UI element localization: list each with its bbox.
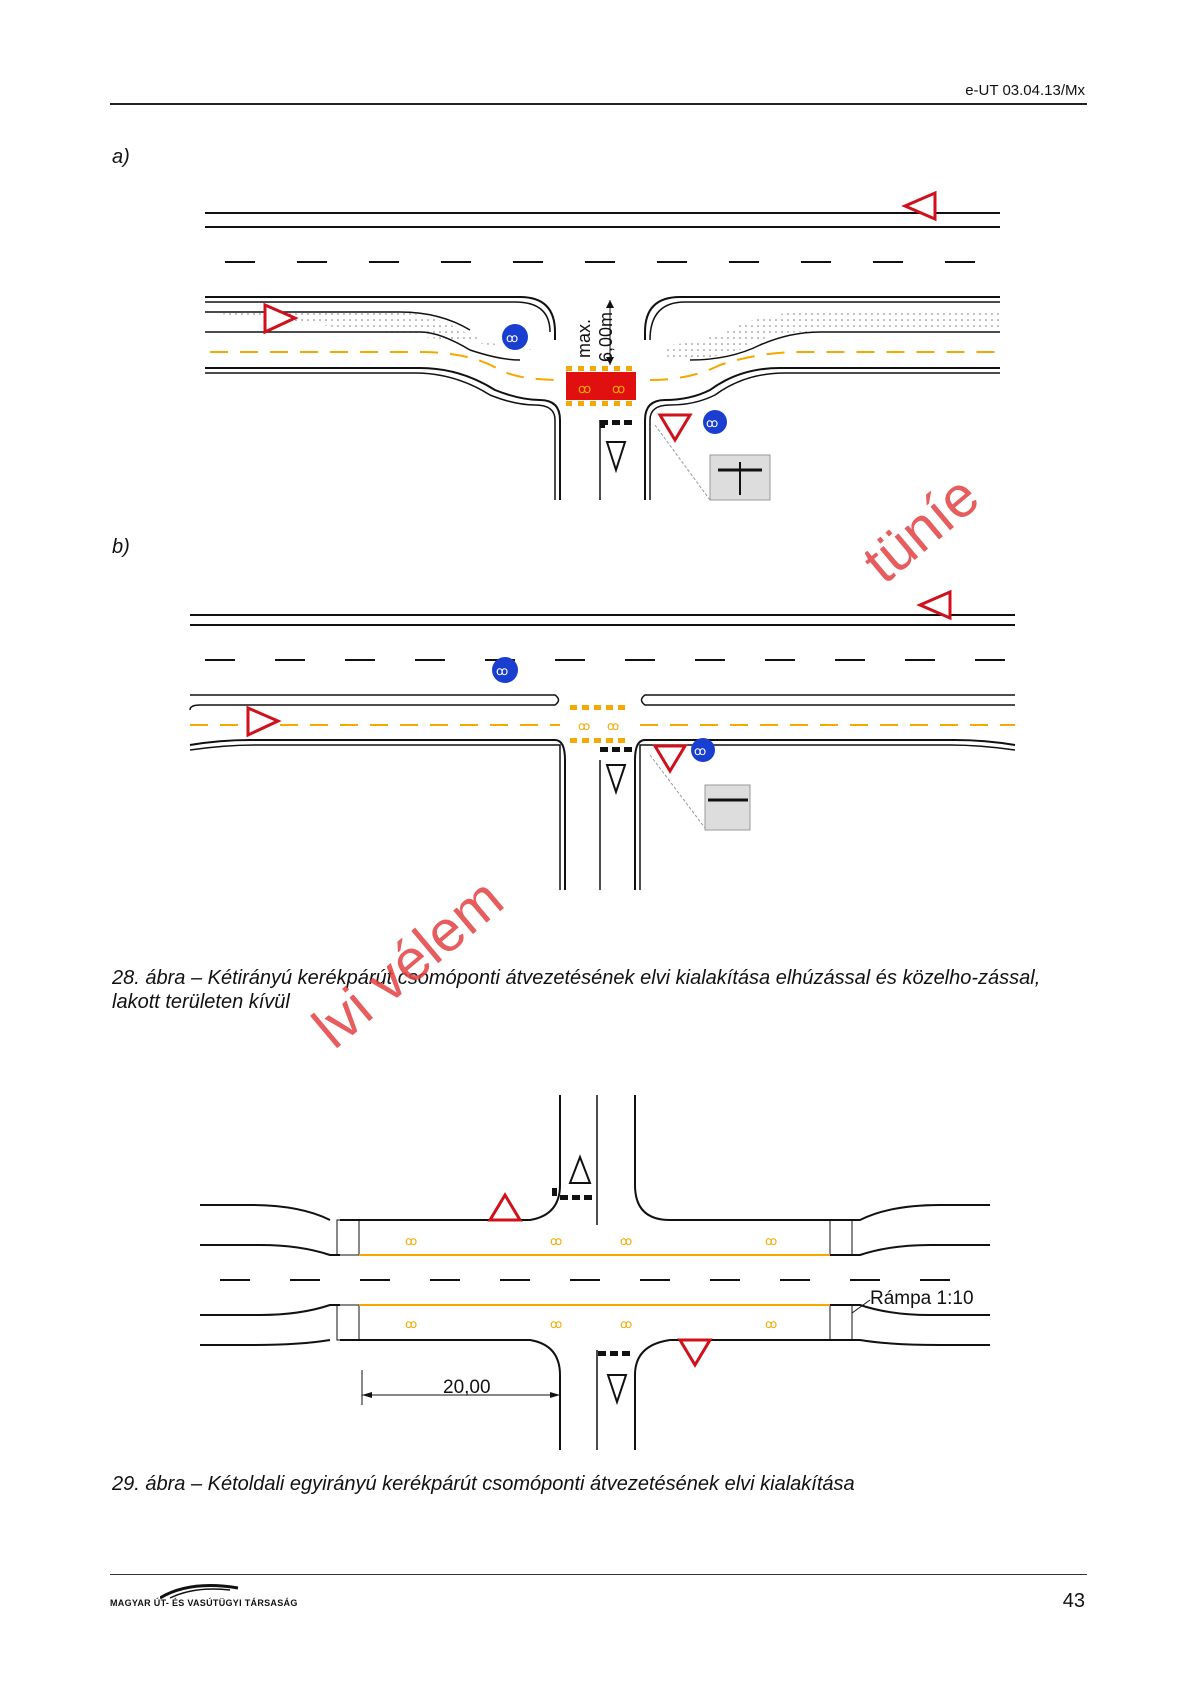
organization-name: MAGYAR ÚT- ÉS VASÚTÜGYI TÁRSASÁG [110, 1598, 298, 1608]
svg-text:6,00m: 6,00m [596, 312, 616, 362]
svg-text:ꝏ: ꝏ [550, 1317, 562, 1331]
organization-logo-icon [160, 1584, 239, 1600]
bicycle-path-sign-icon [502, 324, 528, 350]
yield-sign-icon [487, 1192, 523, 1222]
bicycle-path-sign-icon [703, 410, 727, 434]
svg-text:ꝏ: ꝏ [620, 1234, 632, 1248]
figure-a-label: a) [112, 146, 130, 168]
svg-text:ꝏ: ꝏ [578, 719, 590, 733]
figure-28-caption: 28. ábra – Kétirányú kerékpárút csomópon… [112, 967, 1041, 1013]
svg-text:ꝏ: ꝏ [612, 381, 625, 396]
svg-text:ꝏ: ꝏ [694, 744, 706, 758]
svg-text:ꝏ: ꝏ [620, 1317, 632, 1331]
svg-text:ꝏ: ꝏ [765, 1317, 777, 1331]
figure-29-caption: 29. ábra – Kétoldali egyirányú kerékpárú… [112, 1473, 855, 1495]
red-crossing-area [566, 372, 636, 400]
svg-text:ꝏ: ꝏ [405, 1317, 417, 1331]
bicycle-warning-sign-icon [263, 302, 299, 335]
svg-text:ꝏ: ꝏ [706, 416, 718, 430]
svg-text:ꝏ: ꝏ [578, 381, 591, 396]
svg-text:ꝏ: ꝏ [607, 719, 619, 733]
figure-29-drawing: ꝏ ꝏ ꝏ ꝏ ꝏ ꝏ ꝏ ꝏ [200, 1095, 990, 1450]
svg-text:ꝏ: ꝏ [506, 331, 518, 345]
bicycle-warning-sign-icon [916, 589, 952, 621]
svg-text:ꝏ: ꝏ [765, 1234, 777, 1248]
yield-sign-icon [657, 413, 693, 443]
figure-a-drawing: ꝏ ꝏ max. 6,00m ꝏ ꝏ [205, 190, 1000, 501]
figure-b-label: b) [112, 536, 130, 558]
bicycle-warning-sign-icon [246, 705, 282, 738]
figure-b-drawing: ꝏ ꝏ ꝏ ꝏ [189, 589, 1016, 890]
svg-text:ꝏ: ꝏ [550, 1234, 562, 1248]
bicycle-path-sign-icon [492, 657, 518, 683]
svg-text:ꝏ: ꝏ [405, 1234, 417, 1248]
page-number: 43 [1062, 1590, 1085, 1612]
dimension-label: max. [574, 319, 594, 358]
footer-rule [110, 1574, 1087, 1575]
yield-sign-icon [677, 1338, 713, 1368]
svg-text:ꝏ: ꝏ [496, 664, 508, 678]
distance-label: 20,00 [443, 1377, 491, 1398]
document-code: e-UT 03.04.13/Mx [965, 82, 1085, 99]
bicycle-warning-sign-icon [901, 190, 937, 222]
bicycle-path-sign-icon [691, 738, 715, 762]
header-rule [110, 103, 1087, 105]
yield-sign-icon [652, 744, 688, 774]
ramp-label: Rámpa 1:10 [870, 1288, 974, 1309]
